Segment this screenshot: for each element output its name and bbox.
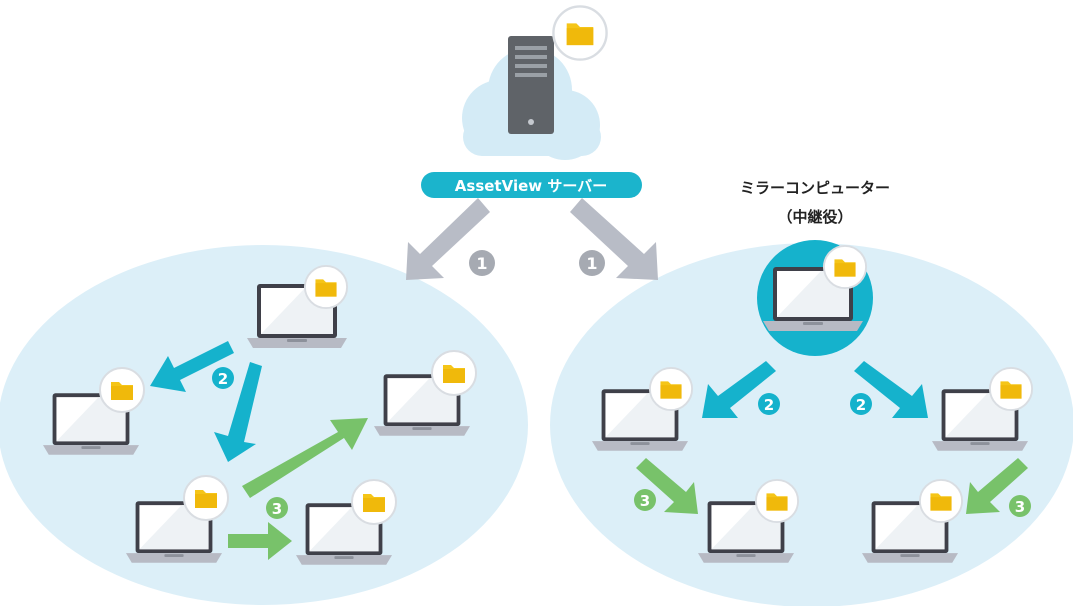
arrow-left-step3-b [228, 522, 292, 560]
server-label-text: AssetView サーバー [455, 177, 607, 195]
folder-icon [431, 350, 477, 396]
mirror-title-line1: ミラーコンピューター [740, 179, 890, 197]
folder-icon [754, 478, 800, 524]
folder-icon [183, 475, 229, 521]
folder-icon [918, 478, 964, 524]
arrow-left-step2-a [150, 341, 234, 392]
server-label: AssetView サーバー [421, 172, 642, 198]
svg-text:3: 3 [272, 500, 282, 518]
svg-text:3: 3 [1015, 498, 1025, 516]
step-badge-2-right-b: 2 [850, 393, 872, 415]
arrow-left-step3-a [242, 418, 368, 498]
left-group-area [0, 245, 528, 605]
svg-text:2: 2 [856, 396, 866, 414]
arrow-right-step3-b [966, 458, 1028, 514]
step-badge-3-left: 3 [266, 497, 288, 519]
arrow-server-to-right [570, 198, 658, 280]
arrow-right-step3-a [636, 458, 698, 514]
folder-icon [351, 479, 397, 525]
svg-text:2: 2 [764, 396, 774, 414]
step-badge-3-right-b: 3 [1009, 495, 1031, 517]
step-badge-3-right-a: 3 [634, 489, 656, 511]
arrow-left-step2-b [214, 362, 262, 462]
arrow-right-step2-a [702, 361, 776, 418]
svg-text:2: 2 [218, 370, 228, 388]
folder-icon [552, 5, 608, 61]
svg-text:1: 1 [586, 254, 597, 273]
folder-icon [822, 244, 868, 290]
svg-text:1: 1 [476, 254, 487, 273]
svg-text:3: 3 [640, 492, 650, 510]
folder-icon [988, 366, 1034, 412]
mirror-title-line2: （中継役） [777, 208, 852, 226]
server-icon [508, 36, 554, 134]
step-badge-1-right: 1 [579, 250, 605, 276]
step-badge-1-left: 1 [469, 250, 495, 276]
folder-icon [99, 367, 145, 413]
step-badge-2-right-a: 2 [758, 393, 780, 415]
step-badge-2-left: 2 [212, 367, 234, 389]
arrow-right-step2-b [854, 361, 928, 418]
folder-icon [303, 264, 349, 310]
folder-icon [648, 366, 694, 412]
arrow-server-to-left [406, 198, 490, 280]
